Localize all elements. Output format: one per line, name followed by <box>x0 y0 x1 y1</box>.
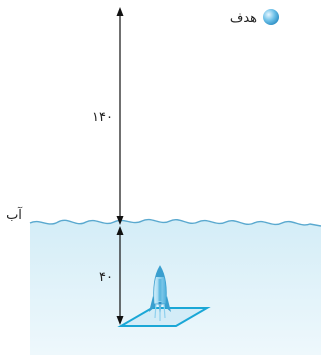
water-surface-line <box>29 218 321 227</box>
rocket <box>149 265 171 321</box>
height-label: ۱۴۰ <box>92 110 113 125</box>
depth-dimension-arrow <box>116 226 124 325</box>
water-body <box>30 219 321 355</box>
depth-label: ۴۰ <box>99 270 113 285</box>
height-dimension-arrow <box>116 7 124 225</box>
launch-platform <box>117 307 211 327</box>
water-label: آب <box>6 206 23 223</box>
target-ball-icon <box>263 9 279 25</box>
target-label: هدف <box>230 11 257 26</box>
